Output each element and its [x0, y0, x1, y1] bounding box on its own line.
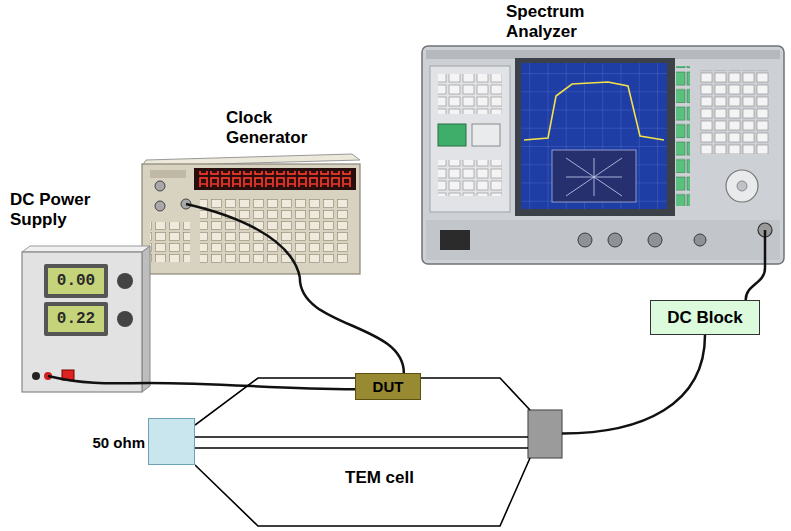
- spectrum-analyzer-label: Spectrum Analyzer: [506, 2, 606, 42]
- spectrum-analyzer-illustration-part: [521, 63, 667, 209]
- clock-generator-label: Clock Generator: [226, 108, 326, 148]
- clock-generator-illustration-part: [150, 170, 186, 178]
- spectrum-analyzer-illustration-part: [566, 158, 622, 196]
- clock-generator-illustration-part: [194, 168, 356, 190]
- tem-cell-wall: [195, 458, 530, 526]
- tem-cell-wall: [195, 447, 528, 449]
- clock-generator-illustration-part: [155, 181, 165, 191]
- clock-generator-illustration-part: [155, 201, 165, 211]
- termination-box: 50 ohm: [148, 418, 195, 465]
- dc-power-supply: DC Power Supply: [8, 190, 148, 392]
- dut-box-label: DUT: [373, 377, 404, 397]
- spectrum-analyzer-illustration-part: [426, 220, 780, 260]
- clock-generator-illustration: [142, 154, 360, 278]
- clock-generator: Clock Generator: [140, 108, 362, 278]
- dc-power-supply-illustration-part: [44, 264, 108, 298]
- dc-power-supply-illustration-part: [142, 246, 150, 392]
- dc-power-supply-illustration: [22, 246, 150, 392]
- tem-cell-wall: [195, 436, 528, 438]
- dc-power-supply-illustration-part: [32, 372, 40, 380]
- dc-power-supply-label: DC Power Supply: [10, 190, 110, 230]
- dc-power-supply-illustration-part: [48, 376, 148, 383]
- dc-block-box-label: DC Block: [667, 308, 743, 328]
- spectrum-analyzer-illustration-part: [472, 124, 500, 146]
- spectrum-analyzer-illustration-part: [430, 66, 510, 212]
- tem-cell-port: [528, 410, 562, 458]
- termination-box-label: 50 ohm: [92, 433, 145, 453]
- spectrum-analyzer-illustration-part: [676, 66, 690, 206]
- spectrum-analyzer-illustration-part: [737, 181, 747, 191]
- spectrum-analyzer-illustration-part: [521, 63, 667, 209]
- tem-cell-label: TEM cell: [345, 468, 414, 488]
- clock-generator-illustration-part: [198, 171, 352, 187]
- spectrum-analyzer-illustration-part: [440, 230, 470, 250]
- spectrum-analyzer-illustration-part: [648, 233, 662, 247]
- spectrum-analyzer-illustration-part: [515, 58, 675, 216]
- spectrum-analyzer: Spectrum Analyzer: [420, 0, 787, 268]
- dc-power-supply-illustration-part: [22, 246, 150, 252]
- cable: [562, 335, 705, 434]
- spectrum-analyzer-illustration-part: [608, 233, 622, 247]
- dut-box: DUT: [355, 373, 421, 400]
- spectrum-analyzer-illustration-part: [438, 160, 502, 196]
- dc-power-supply-illustration-part: [44, 302, 108, 336]
- spectrum-analyzer-illustration-part: [700, 70, 770, 154]
- dc-power-supply-illustration-part: [117, 311, 133, 327]
- clock-generator-illustration-part: [150, 222, 190, 262]
- cable: [148, 383, 355, 389]
- spectrum-analyzer-illustration-part: [764, 230, 767, 268]
- spectrum-analyzer-illustration: [422, 46, 784, 268]
- dc-power-supply-illustration-part: [22, 252, 142, 392]
- spectrum-analyzer-illustration-part: [694, 234, 706, 246]
- clock-generator-illustration-part: [142, 164, 360, 274]
- spectrum-analyzer-illustration-part: [422, 46, 784, 264]
- voltage-readout-holder: 0.00: [48, 270, 104, 292]
- spectrum-analyzer-illustration-part: [438, 74, 502, 114]
- spectrum-analyzer-illustration-part: [578, 233, 592, 247]
- dc-power-supply-illustration-part: [48, 268, 104, 294]
- dc-power-supply-illustration-part: [117, 273, 133, 289]
- clock-generator-illustration-part: [186, 204, 300, 278]
- spectrum-analyzer-illustration-part: [726, 170, 758, 202]
- current-readout: 0.22: [48, 308, 104, 330]
- clock-generator-illustration-part: [200, 198, 350, 264]
- spectrum-analyzer-illustration-part: [552, 150, 636, 202]
- dc-block-box: DC Block: [650, 300, 760, 335]
- tem-cell-port-part: [528, 410, 562, 458]
- spectrum-analyzer-illustration-part: [524, 82, 664, 140]
- voltage-readout: 0.00: [48, 270, 104, 292]
- cable: [746, 268, 765, 300]
- spectrum-analyzer-illustration-part: [426, 50, 780, 59]
- spectrum-analyzer-illustration-part: [438, 124, 466, 146]
- dc-power-supply-illustration-part: [48, 306, 104, 332]
- current-readout-holder: 0.22: [48, 308, 104, 330]
- cable: [300, 278, 404, 373]
